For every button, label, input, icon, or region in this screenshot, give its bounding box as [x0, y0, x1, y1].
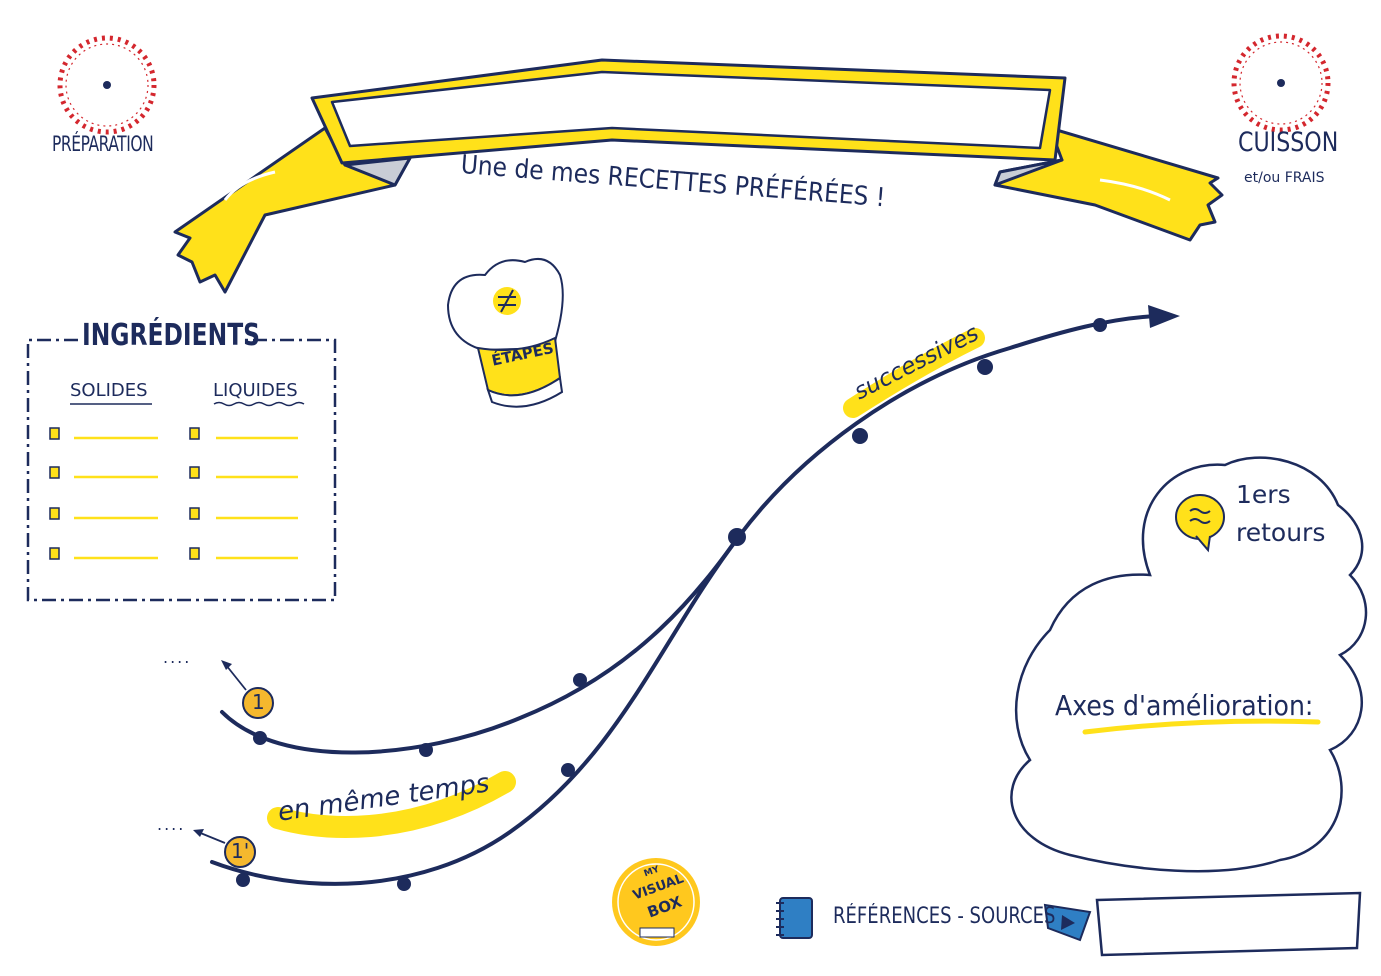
ingredients-title: INGRÉDIENTS: [82, 318, 261, 353]
feedback-cloud: [1010, 456, 1368, 873]
feedback-title-1: 1ers: [1236, 480, 1291, 509]
arrow-head-icon: [1148, 305, 1180, 328]
my-visual-box-logo: [612, 858, 700, 946]
start-label-2: 1': [231, 839, 250, 863]
step-dots: [236, 318, 1107, 891]
cuisson-label: CUISSON: [1238, 127, 1339, 158]
step-timeline: [210, 314, 1160, 886]
preparation-timer-icon: [57, 35, 157, 135]
ingredients-box: [26, 338, 337, 602]
cuisson-timer-icon: [1231, 33, 1331, 133]
notebook-icon: [776, 897, 813, 939]
video-icon: [1043, 903, 1092, 942]
dots-2: ....: [157, 815, 186, 834]
same-time-highlight: [267, 771, 516, 838]
ribbon-banner-icon: [173, 58, 1224, 294]
cuisson-sublabel: et/ou FRAIS: [1244, 170, 1325, 186]
chef-hat-icon: [446, 258, 564, 408]
liquides-header: LIQUIDES: [213, 380, 298, 401]
speech-bubble-icon: [1175, 494, 1225, 553]
start-label-1: 1: [252, 690, 265, 714]
axes-label: Axes d'amélioration:: [1055, 689, 1314, 722]
dots-1: ....: [163, 648, 192, 667]
successives-highlight: [843, 328, 985, 418]
references-box: [1095, 891, 1362, 957]
axes-underline: [1082, 718, 1321, 735]
start-marker-2: [193, 829, 256, 868]
checkbox-icon: [49, 427, 200, 560]
preparation-label: PRÉPARATION: [52, 132, 154, 156]
start-marker-1: [221, 660, 274, 719]
solides-header: SOLIDES: [70, 380, 148, 401]
references-label: RÉFÉRENCES - SOURCES: [833, 904, 1056, 929]
feedback-title-2: retours: [1236, 518, 1326, 547]
